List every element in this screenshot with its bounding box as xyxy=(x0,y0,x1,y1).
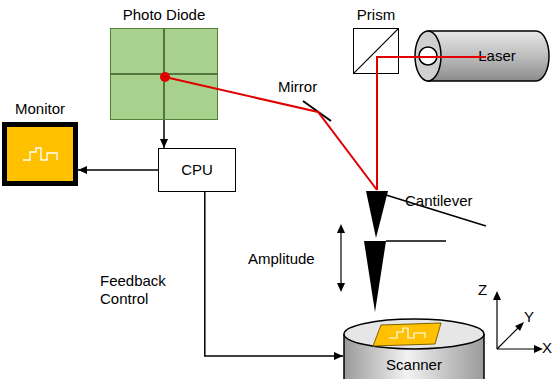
part-label: Amplitude xyxy=(248,250,315,268)
connector-arrow xyxy=(163,120,165,148)
prism-diagonal xyxy=(354,29,398,73)
axis-label: Y xyxy=(524,308,534,326)
arrowhead xyxy=(515,322,524,331)
prism xyxy=(353,28,399,74)
axis-label: X xyxy=(542,339,552,357)
node-text: Scanner xyxy=(386,356,442,374)
profile-trace xyxy=(23,148,57,160)
monitor: Monitor xyxy=(2,100,78,186)
axis-label: Z xyxy=(478,281,487,299)
connector-arrow xyxy=(78,169,158,171)
sample-profile xyxy=(389,328,425,338)
scanner-text-holder: Scanner xyxy=(343,356,485,374)
prism: Prism xyxy=(348,6,404,74)
connector-arrow xyxy=(205,192,343,356)
prism-split xyxy=(354,29,398,73)
laser-aperture xyxy=(419,47,437,65)
scanner-top xyxy=(344,319,484,349)
node-heading: Prism xyxy=(348,6,404,24)
arrowhead xyxy=(337,283,345,292)
axes xyxy=(497,297,538,349)
arrowhead xyxy=(534,345,543,353)
node-text: CPU xyxy=(181,161,213,179)
cantilever-tip xyxy=(366,191,388,238)
laser-end xyxy=(415,31,441,81)
laser: Laser xyxy=(414,30,550,82)
part-label: Cantilever xyxy=(405,192,473,210)
scanner: Scanner xyxy=(343,318,485,379)
cantilever-beam xyxy=(386,240,446,242)
part-label: Mirror xyxy=(278,78,317,96)
arrowhead xyxy=(337,224,345,233)
laser-body xyxy=(428,31,549,81)
node-text: Laser xyxy=(478,47,516,65)
photo-diode: Photo Diode xyxy=(110,6,218,120)
amplitude-arrow xyxy=(340,230,341,286)
node-heading: Monitor xyxy=(2,100,78,118)
node-heading: Photo Diode xyxy=(110,6,218,24)
mirror-symbol xyxy=(303,101,331,121)
cpu-box: CPU xyxy=(158,148,236,192)
photodiode-grid xyxy=(110,28,218,120)
sample xyxy=(373,323,441,346)
monitor-screen xyxy=(2,122,78,186)
monitor-trace xyxy=(7,127,73,181)
arrowhead xyxy=(493,291,501,300)
divider-line xyxy=(111,73,217,75)
edge-label: Feedback Control xyxy=(100,272,184,308)
laser-text-holder: Laser xyxy=(450,30,544,82)
cantilever-tip xyxy=(364,241,386,312)
quadrant-lines xyxy=(111,29,217,119)
